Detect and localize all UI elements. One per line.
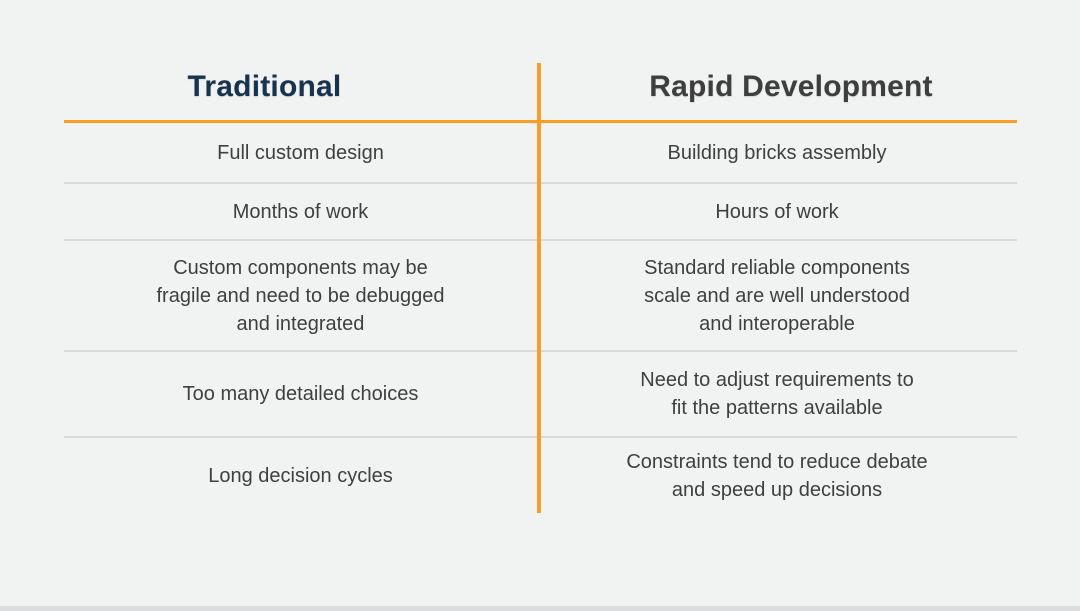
cell-traditional-decisions: Long decision cycles — [208, 464, 393, 487]
cell-traditional-design: Full custom design — [217, 141, 384, 164]
cell-rapid-components: Standard reliable components scale and a… — [644, 256, 910, 335]
cell-traditional-components: Custom components may be fragile and nee… — [156, 256, 445, 335]
column-header-traditional: Traditional — [64, 60, 537, 120]
cell-rapid-choices: Need to adjust requirements to fit the p… — [640, 369, 914, 419]
bottom-edge-strip — [0, 606, 1080, 611]
column-header-rapid-development-label: Rapid Development — [649, 70, 933, 103]
cell-traditional-choices: Too many detailed choices — [182, 383, 419, 405]
cell-rapid-time: Hours of work — [715, 200, 839, 223]
column-header-rapid-development: Rapid Development — [537, 60, 1017, 120]
column-header-traditional-label: Traditional — [187, 70, 342, 103]
table-row: Long decision cycles Constraints tend to… — [64, 438, 1017, 513]
cell-rapid-decisions: Constraints tend to reduce debate and sp… — [626, 450, 928, 501]
comparison-table: Traditional Rapid Development Full custo… — [64, 60, 1017, 513]
cell-traditional-time: Months of work — [232, 200, 369, 223]
cell-rapid-design: Building bricks assembly — [667, 141, 887, 164]
column-divider-line — [537, 63, 541, 513]
